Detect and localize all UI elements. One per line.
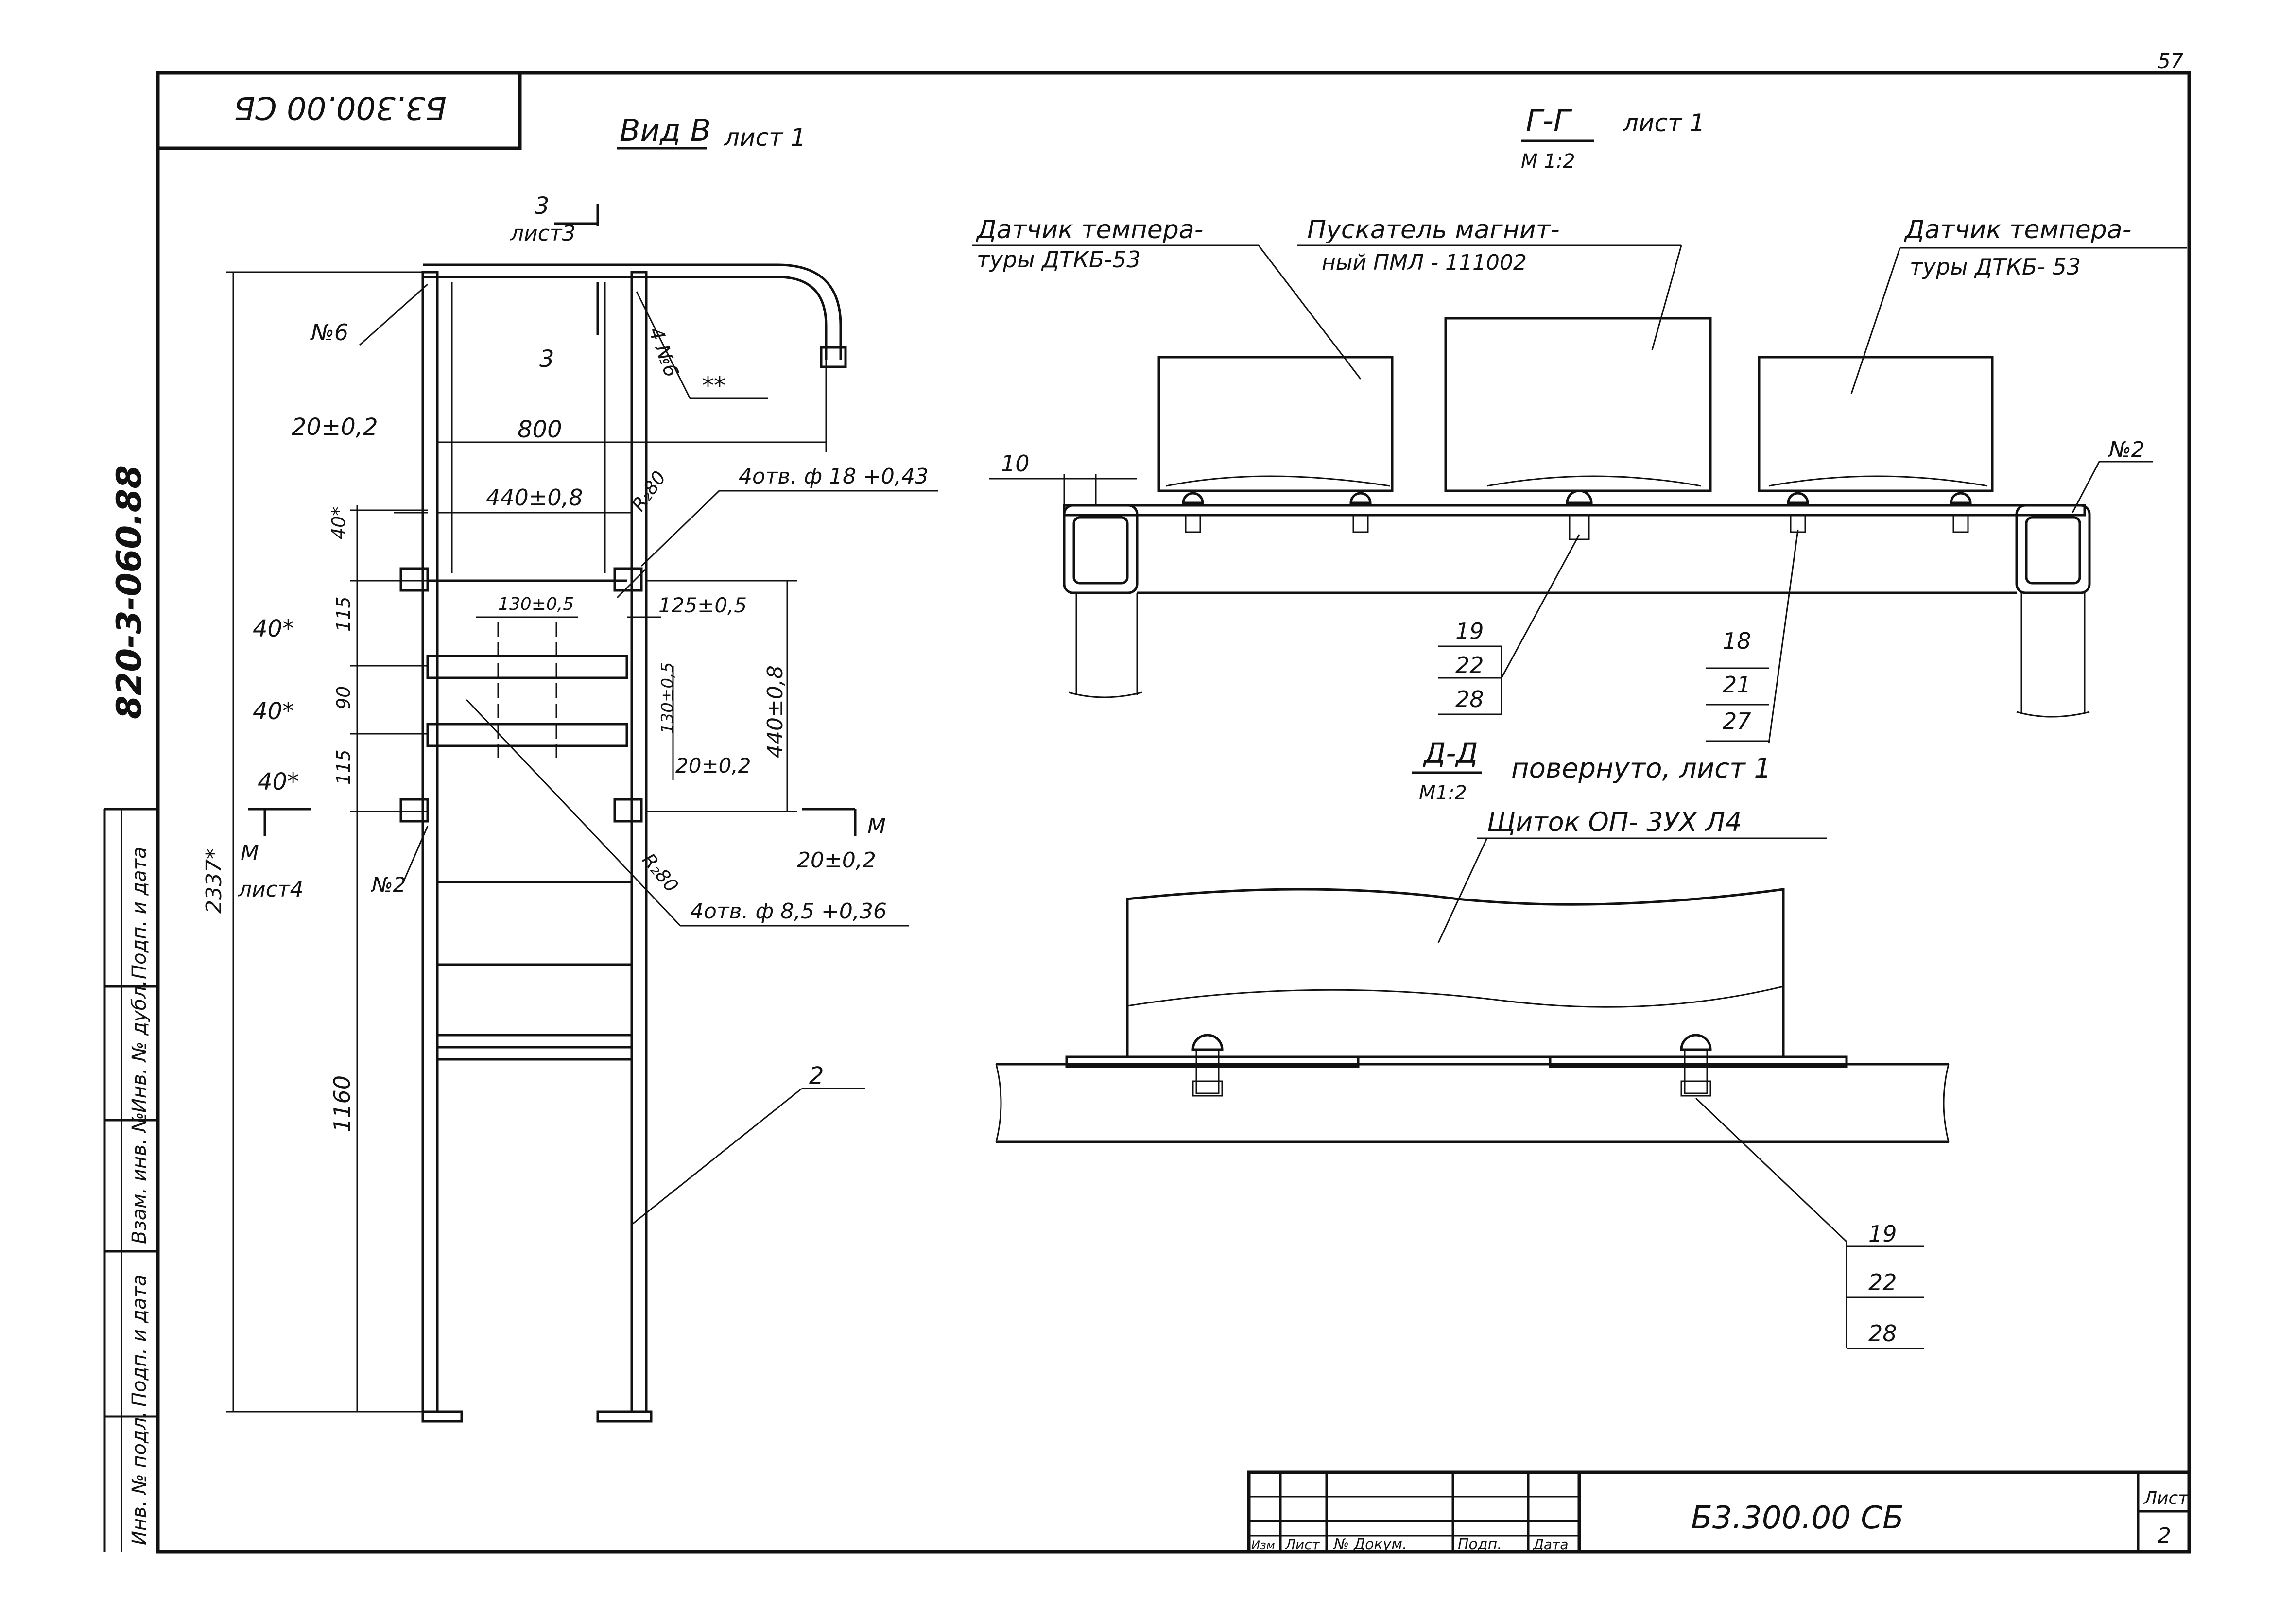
tb-code: Б3.300.00 СБ [1691, 1500, 1904, 1536]
section-dd-title: Д-Д [1422, 737, 1478, 770]
callout-n6-right: 4 №6 [644, 325, 683, 380]
gg-stack-left-22: 22 [1455, 652, 1484, 678]
frame [103, 71, 2191, 1554]
tb-sheet-number: 2 [2158, 1523, 2171, 1548]
gg-stack-right-21: 21 [1723, 672, 1751, 698]
sensor-left-line1: Датчик темпера- [976, 215, 1203, 244]
screw [1182, 492, 1204, 533]
callout-item2: 2 [809, 1062, 824, 1089]
section-gg-sheet-ref: лист 1 [1623, 109, 1705, 137]
strip-podp-data-2: Подп. и дата [128, 847, 151, 979]
section-dd-scale: М1:2 [1419, 782, 1467, 804]
callout-star: ** [702, 372, 725, 399]
tb-header-podp: Подп. [1458, 1536, 1502, 1553]
gg-stack-right-27: 27 [1723, 708, 1751, 734]
tb-header-data: Дата [1532, 1537, 1569, 1553]
screw [1349, 492, 1372, 533]
callout-n2-gg: №2 [2107, 437, 2145, 462]
sensor-right-line2: туры ДТКБ- 53 [1910, 254, 2081, 280]
dim-115-b: 115 [333, 749, 354, 785]
screw [1191, 1034, 1224, 1097]
dim-20-bot: 20±0,2 [797, 848, 876, 873]
sensor-left-line2: туры ДТКБ-53 [977, 246, 1141, 273]
dim-10: 10 [1001, 450, 1030, 477]
dd-stack-22: 22 [1868, 1269, 1897, 1296]
section3-number-2: 3 [539, 346, 554, 373]
tb-header-izm: Изм [1251, 1538, 1275, 1552]
mark-m-right: М [867, 814, 886, 839]
dim-40-c: 40* [258, 768, 299, 795]
section3-ref: лист3 [510, 221, 576, 246]
dim-20-mid: 20±0,2 [675, 754, 751, 778]
dim-115-a: 115 [333, 596, 354, 632]
screw [1950, 492, 1972, 533]
section-dd: Д-Д М1:2 повернуто, лист 1 Щиток ОП- 3УХ… [995, 737, 1950, 1349]
dim-440-vertical: 440±0,8 [763, 665, 788, 758]
mark-m-left: М [241, 841, 259, 865]
strip-inv-podl: Инв. № подл. [128, 1411, 151, 1545]
dim-r80-bot: R₂80 [638, 849, 683, 897]
gg-stack-left-19: 19 [1455, 618, 1484, 644]
gg-stack-right-18: 18 [1723, 628, 1751, 654]
dim-40-star-top: 40* [328, 507, 349, 539]
dim-130-vertical: 130±0,5 [658, 662, 677, 734]
page-number: 57 [2158, 49, 2184, 73]
starter-line1: Пускатель магнит- [1307, 215, 1560, 244]
tb-header-list: Лист [1285, 1537, 1320, 1553]
section3-number: 3 [535, 192, 550, 220]
gg-stack-left-28: 28 [1455, 686, 1484, 712]
dim-90: 90 [333, 686, 354, 709]
view-b-title: Вид В [620, 113, 711, 148]
dim-holes-8-5: 4отв. ф 8,5 +0,36 [690, 899, 887, 924]
dd-stack-19: 19 [1868, 1221, 1897, 1247]
section-gg: Г-Г М 1:2 лист 1 Датчик темпера- туры ДТ… [972, 103, 2187, 744]
screw [1680, 1034, 1712, 1097]
strip-inv-dubl: Инв. № дубл. [128, 980, 151, 1113]
mark-m-left-ref: лист4 [238, 877, 304, 902]
section-gg-title: Г-Г [1526, 103, 1572, 138]
strip-vzam-inv: Взам. инв. № [128, 1112, 151, 1244]
view-b: Вид В лист 1 [202, 113, 938, 1423]
sensor-right-line1: Датчик темпера- [1904, 215, 2131, 244]
tb-header-doc: № Докум. [1333, 1536, 1407, 1553]
screw [1787, 492, 1809, 533]
dim-40-a: 40* [253, 615, 294, 642]
title-block: Изм Лист № Докум. Подп. Дата Б3.300.00 С… [1247, 1470, 2191, 1554]
vertical-code: 820-3-060.88 [109, 465, 149, 719]
dim-440: 440±0,8 [486, 484, 583, 511]
callout-n2: №2 [371, 873, 406, 897]
tb-sheet-label: Лист [2143, 1488, 2189, 1508]
section-dd-note: повернуто, лист 1 [1511, 753, 1771, 784]
dim-r80-top: R₂80 [627, 467, 670, 515]
view-b-sheet-ref: лист 1 [724, 123, 806, 152]
dim-20-top: 20±0,2 [292, 414, 378, 441]
dim-40-b: 40* [253, 698, 294, 725]
callout-n6-left: №6 [310, 319, 348, 346]
dd-stack-28: 28 [1868, 1320, 1897, 1347]
section-gg-scale: М 1:2 [1521, 150, 1575, 173]
starter-line2: ный ПМЛ - 111002 [1322, 250, 1527, 275]
dim-holes-18: 4отв. ф 18 +0,43 [739, 464, 929, 489]
top-stamp: Б3.300.00 СБ [234, 89, 447, 125]
section-dd-panel: Щиток ОП- 3УХ Л4 [1487, 807, 1742, 837]
screw [1566, 489, 1593, 540]
dim-2337: 2337* [202, 848, 226, 914]
dim-800: 800 [518, 416, 562, 443]
dim-1160: 1160 [329, 1075, 355, 1132]
dim-130: 130±0,5 [498, 594, 574, 614]
dim-125: 125±0,5 [658, 593, 747, 617]
strip-podp-data-1: Подп. и дата [128, 1275, 151, 1407]
